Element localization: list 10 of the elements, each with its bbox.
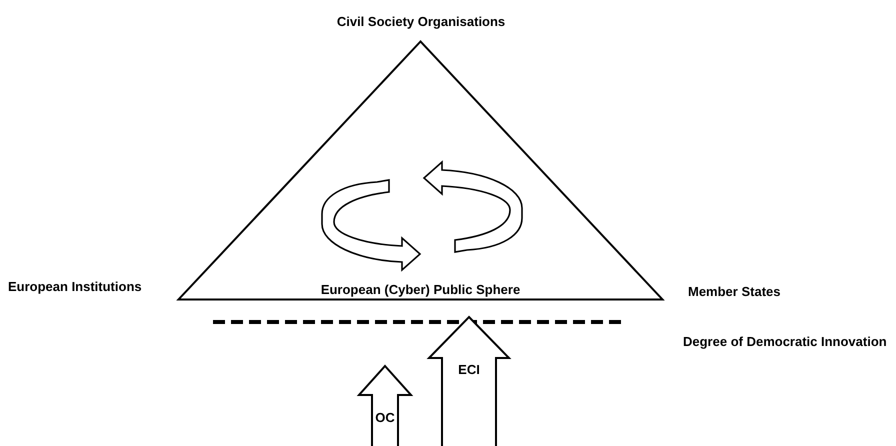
sphere-label: European (Cyber) Public Sphere <box>320 282 520 297</box>
vertex-label: Civil Society Organisations <box>336 14 506 29</box>
arrow-label: OC <box>375 410 395 425</box>
upward-pointer-shape <box>428 316 510 446</box>
vertex-label: European Institutions <box>8 279 142 294</box>
vertex-label: Member States <box>688 284 780 299</box>
axis-label: Degree of Democratic Innovation <box>683 334 887 349</box>
arrow-label: ECI <box>458 362 480 377</box>
triangle <box>177 40 664 301</box>
upward-pointer-shape <box>358 365 412 446</box>
